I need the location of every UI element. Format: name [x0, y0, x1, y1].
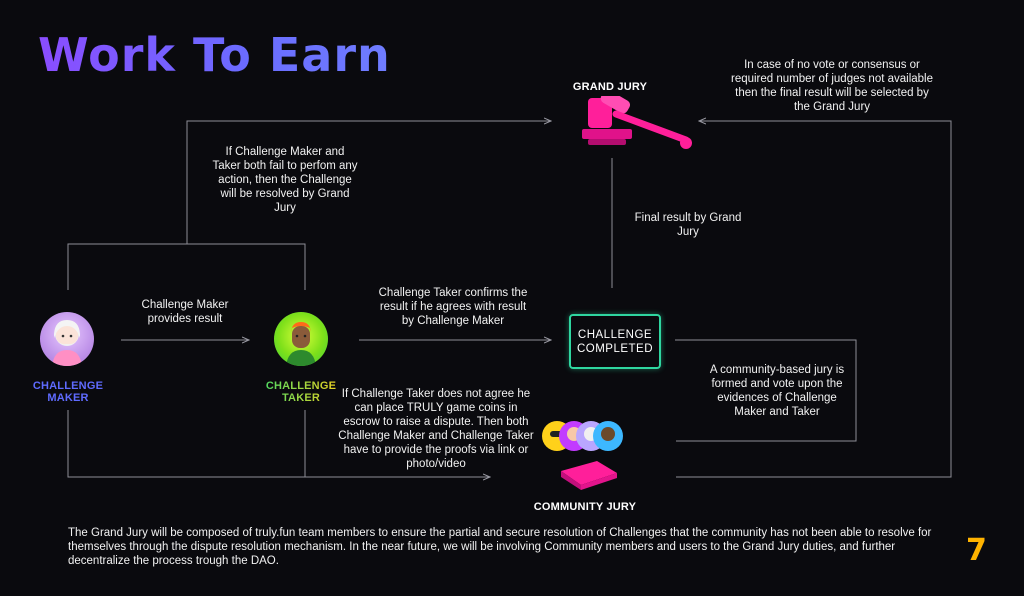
challenge-completed-box: CHALLENGE COMPLETED: [569, 314, 661, 369]
challenge-completed-label: CHALLENGE COMPLETED: [576, 328, 654, 355]
taker-avatar: [274, 312, 328, 366]
annotation-final-result: Final result by Grand Jury: [634, 212, 742, 238]
maker-label: CHALLENGE MAKER: [32, 380, 104, 404]
line-maker-up: [67, 243, 306, 290]
community-jury-label: COMMUNITY JURY: [533, 501, 637, 513]
line-bottom-bracket: [67, 410, 490, 477]
annotation-no-vote: In case of no vote or consensus or requi…: [730, 59, 934, 113]
annotation-community-vote: A community-based jury is formed and vot…: [709, 364, 845, 418]
annotation-dispute: If Challenge Taker does not agree he can…: [338, 388, 534, 470]
gavel-icon: [582, 96, 692, 149]
grand-jury-label: GRAND JURY: [572, 81, 648, 93]
community-avatars: [542, 421, 623, 451]
taker-label: CHALLENGE TAKER: [255, 380, 347, 404]
annotation-both-fail: If Challenge Maker and Taker both fail t…: [212, 146, 358, 214]
annotation-maker-provides: Challenge Maker provides result: [141, 299, 229, 325]
line-to-grand-jury: [186, 121, 551, 244]
maker-avatar: [40, 312, 94, 366]
line-right-loop: [676, 121, 952, 478]
annotation-taker-confirms: Challenge Taker confirms the result if h…: [378, 287, 528, 327]
page-title: Work To Earn: [38, 28, 391, 82]
line-community-completed: [675, 339, 857, 442]
footer-text: The Grand Jury will be composed of truly…: [68, 527, 932, 567]
page-number: 7: [966, 533, 987, 568]
community-gavel-icon: [561, 461, 617, 490]
